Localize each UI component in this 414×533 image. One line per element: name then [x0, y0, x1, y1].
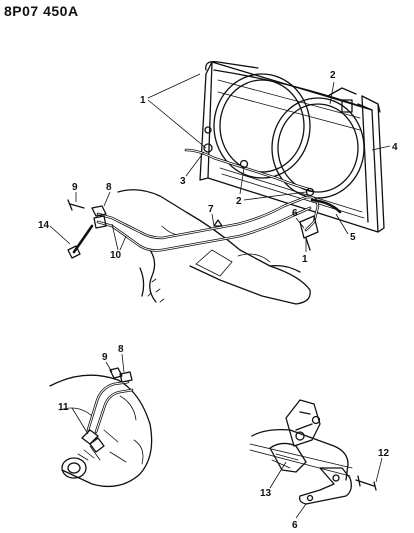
detail-view-bracket: 12 13 6 [249, 399, 390, 531]
callout-14: 14 [38, 220, 50, 231]
callout-8a: 8 [106, 182, 112, 193]
callout-3: 3 [180, 176, 186, 187]
callout-8b: 8 [118, 344, 124, 355]
main-view: 1 2 3 4 2 1 5 6 7 8 9 [38, 61, 398, 305]
callout-1a: 1 [140, 95, 146, 106]
callout-4: 4 [392, 142, 398, 153]
transmission [117, 189, 311, 305]
callout-1b: 1 [302, 254, 308, 265]
callout-6a: 6 [292, 208, 298, 219]
callouts-main: 1 2 3 4 2 1 5 6 7 8 9 [38, 70, 398, 265]
diagram-code: 8P07 450A [4, 3, 79, 19]
callout-9a: 9 [72, 182, 78, 193]
radiator [199, 61, 385, 233]
callout-2a: 2 [330, 70, 336, 81]
callout-6b: 6 [292, 520, 298, 531]
callout-7: 7 [208, 204, 214, 215]
detail-view-fittings: 9 8 11 [49, 344, 153, 488]
callout-9b: 9 [102, 352, 108, 363]
callout-10: 10 [110, 250, 122, 261]
callout-13: 13 [260, 488, 272, 499]
callout-11: 11 [58, 402, 69, 413]
callout-2b: 2 [236, 196, 242, 207]
callout-12: 12 [378, 448, 390, 459]
cooler-lines [67, 148, 342, 259]
callout-5: 5 [350, 232, 356, 243]
